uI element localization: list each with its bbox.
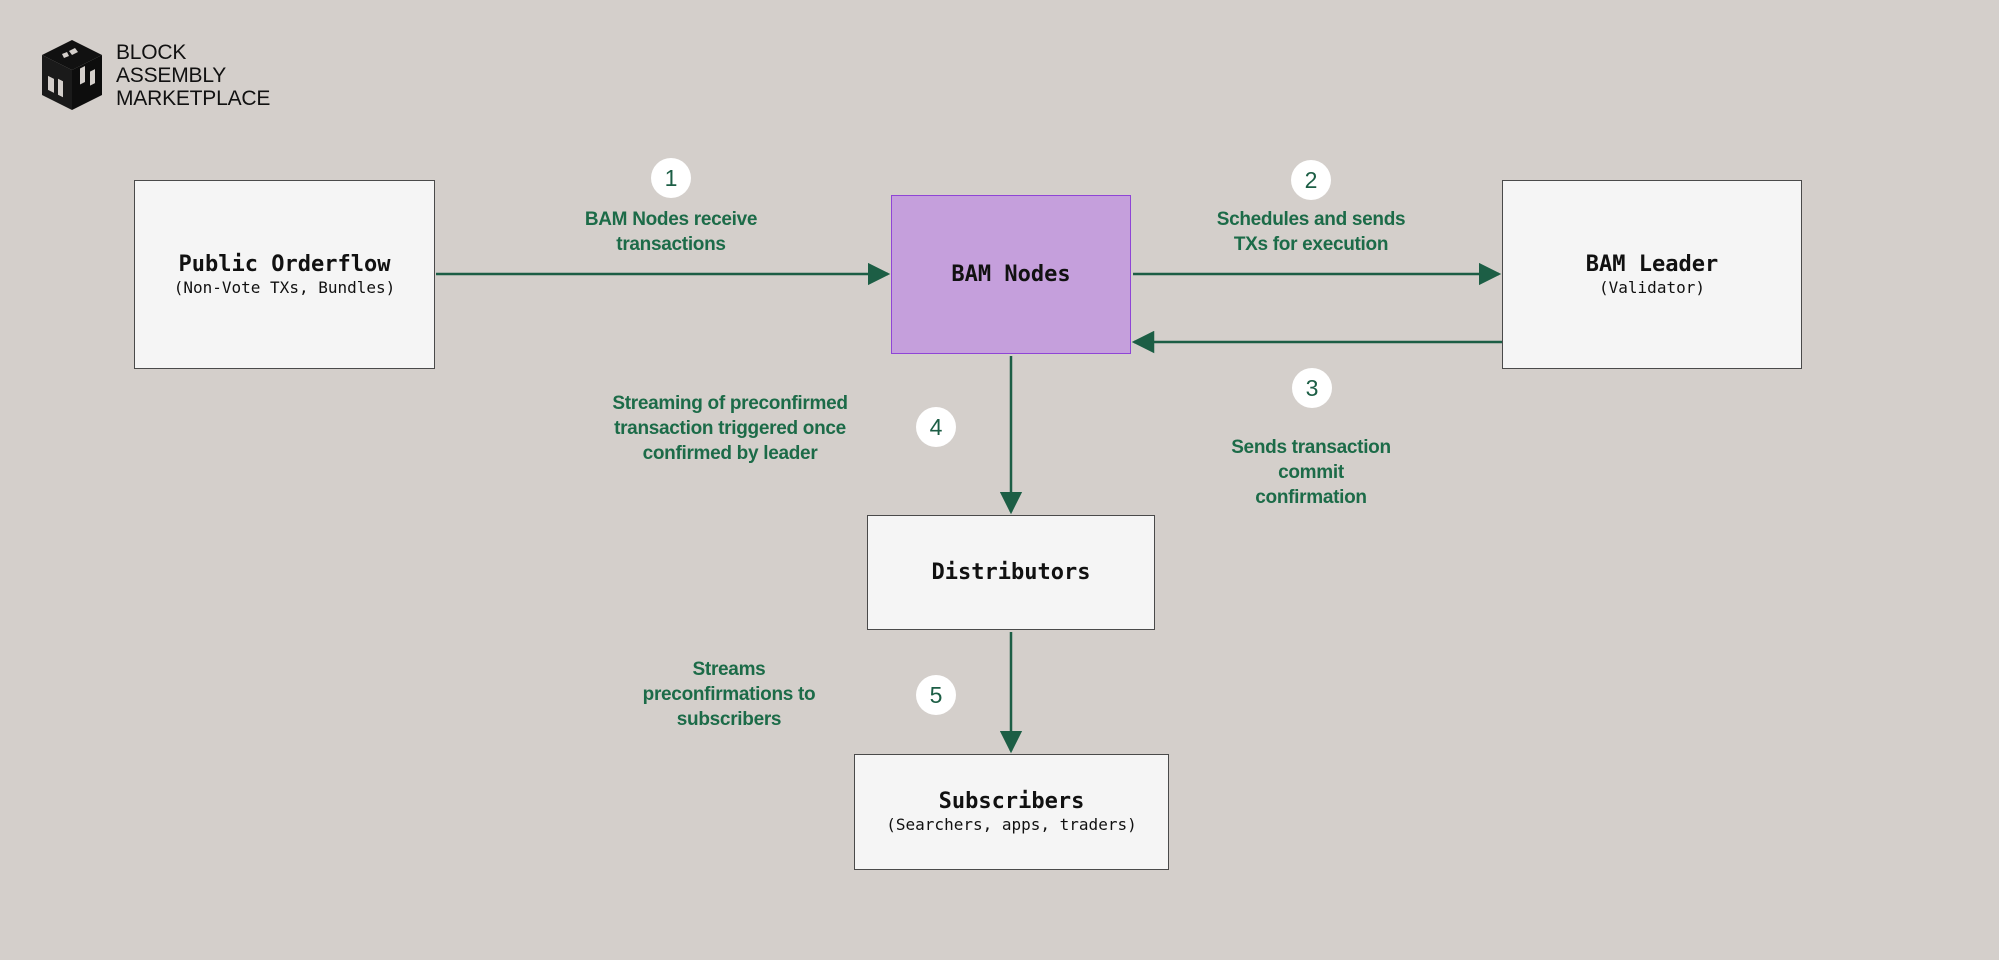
step-badge-3: 3: [1292, 368, 1332, 408]
edge-label-3: Sends transaction commit confirmation: [1231, 437, 1391, 508]
edge-label-5: Streams preconfirmations to subscribers: [642, 659, 816, 730]
node-bam-leader: BAM Leader (Validator): [1502, 180, 1802, 369]
step-badge-5: 5: [916, 675, 956, 715]
step-badge-1: 1: [651, 158, 691, 198]
node-public-orderflow-title: Public Orderflow: [178, 251, 391, 277]
node-subscribers-subtitle: (Searchers, apps, traders): [886, 815, 1137, 834]
logo-line-2: ASSEMBLY: [116, 64, 227, 87]
node-distributors-title: Distributors: [931, 559, 1091, 585]
node-public-orderflow-subtitle: (Non-Vote TXs, Bundles): [173, 277, 396, 297]
logo-wordmark: BLOCK ASSEMBLY MARKETPLACE: [116, 41, 270, 110]
edge-label-1: BAM Nodes receive transactions: [584, 209, 758, 255]
edge-label-4: Streaming of preconfirmed transaction tr…: [612, 393, 848, 464]
node-bam-leader-title: BAM Leader: [1585, 251, 1719, 277]
node-bam-leader-subtitle: (Validator): [1599, 277, 1705, 297]
node-bam-nodes: BAM Nodes: [891, 195, 1131, 354]
step-badge-2: 2: [1291, 160, 1331, 200]
node-distributors: Distributors: [867, 515, 1155, 630]
step-badge-4: 4: [916, 407, 956, 447]
node-public-orderflow: Public Orderflow (Non-Vote TXs, Bundles): [134, 180, 435, 369]
logo: BLOCK ASSEMBLY MARKETPLACE: [40, 38, 270, 112]
bam-logo-icon: [42, 40, 102, 110]
edge-label-2: Schedules and sends TXs for execution: [1216, 209, 1406, 255]
node-bam-nodes-title: BAM Nodes: [951, 261, 1071, 287]
node-subscribers-title: Subscribers: [938, 789, 1085, 814]
logo-line-3: MARKETPLACE: [116, 87, 271, 110]
node-subscribers: Subscribers (Searchers, apps, traders): [854, 754, 1169, 870]
logo-line-1: BLOCK: [116, 41, 187, 64]
